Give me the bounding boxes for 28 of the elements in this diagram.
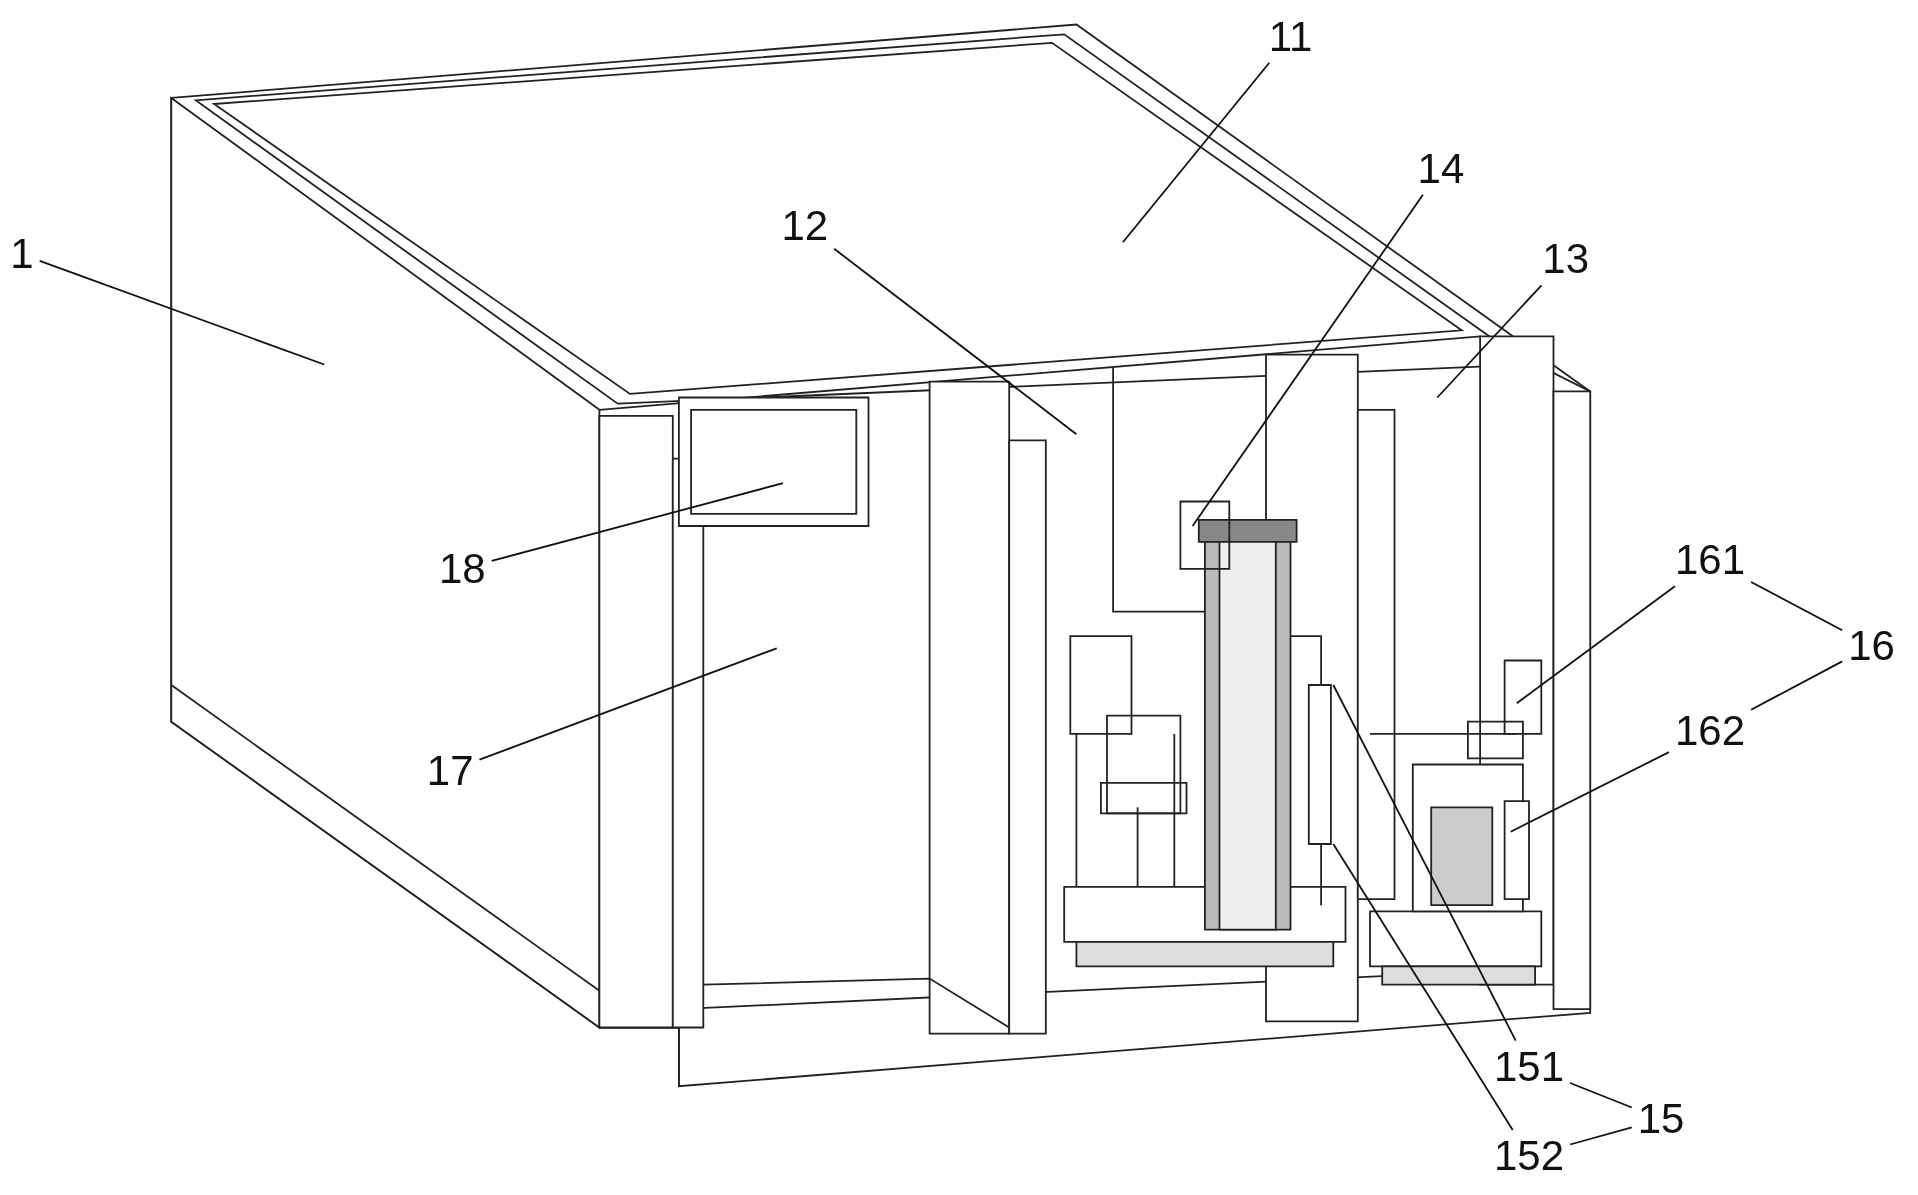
leader-line	[1569, 1126, 1633, 1146]
leader-line	[1436, 284, 1543, 399]
callout-number: 13	[1539, 236, 1593, 283]
callout-number: 161	[1672, 537, 1749, 584]
leader-line	[833, 247, 1078, 436]
callout-number: 15	[1634, 1096, 1688, 1143]
leader-line	[1122, 61, 1271, 244]
callout-number: 162	[1672, 708, 1749, 755]
leader-line	[478, 647, 778, 761]
leader-line	[1750, 581, 1844, 632]
callout-number: 151	[1491, 1043, 1568, 1090]
leader-line	[1191, 193, 1424, 527]
callout-number: 12	[778, 203, 832, 250]
callout-number: 16	[1845, 622, 1898, 669]
callout-number: 11	[1265, 13, 1316, 60]
callout-number: 18	[436, 545, 489, 592]
leader-line	[1750, 660, 1844, 711]
callout-number: 152	[1491, 1132, 1568, 1179]
leader-line	[490, 482, 784, 562]
callout-number: 14	[1414, 145, 1468, 192]
leader-line	[1569, 1082, 1633, 1109]
leader-line	[1332, 684, 1517, 1042]
callout-number: 1	[7, 231, 37, 278]
leader-line	[38, 260, 326, 366]
callout-number: 17	[423, 747, 477, 794]
leader-line	[1515, 585, 1676, 705]
leader-line	[1332, 843, 1514, 1131]
leader-line	[1509, 751, 1670, 833]
